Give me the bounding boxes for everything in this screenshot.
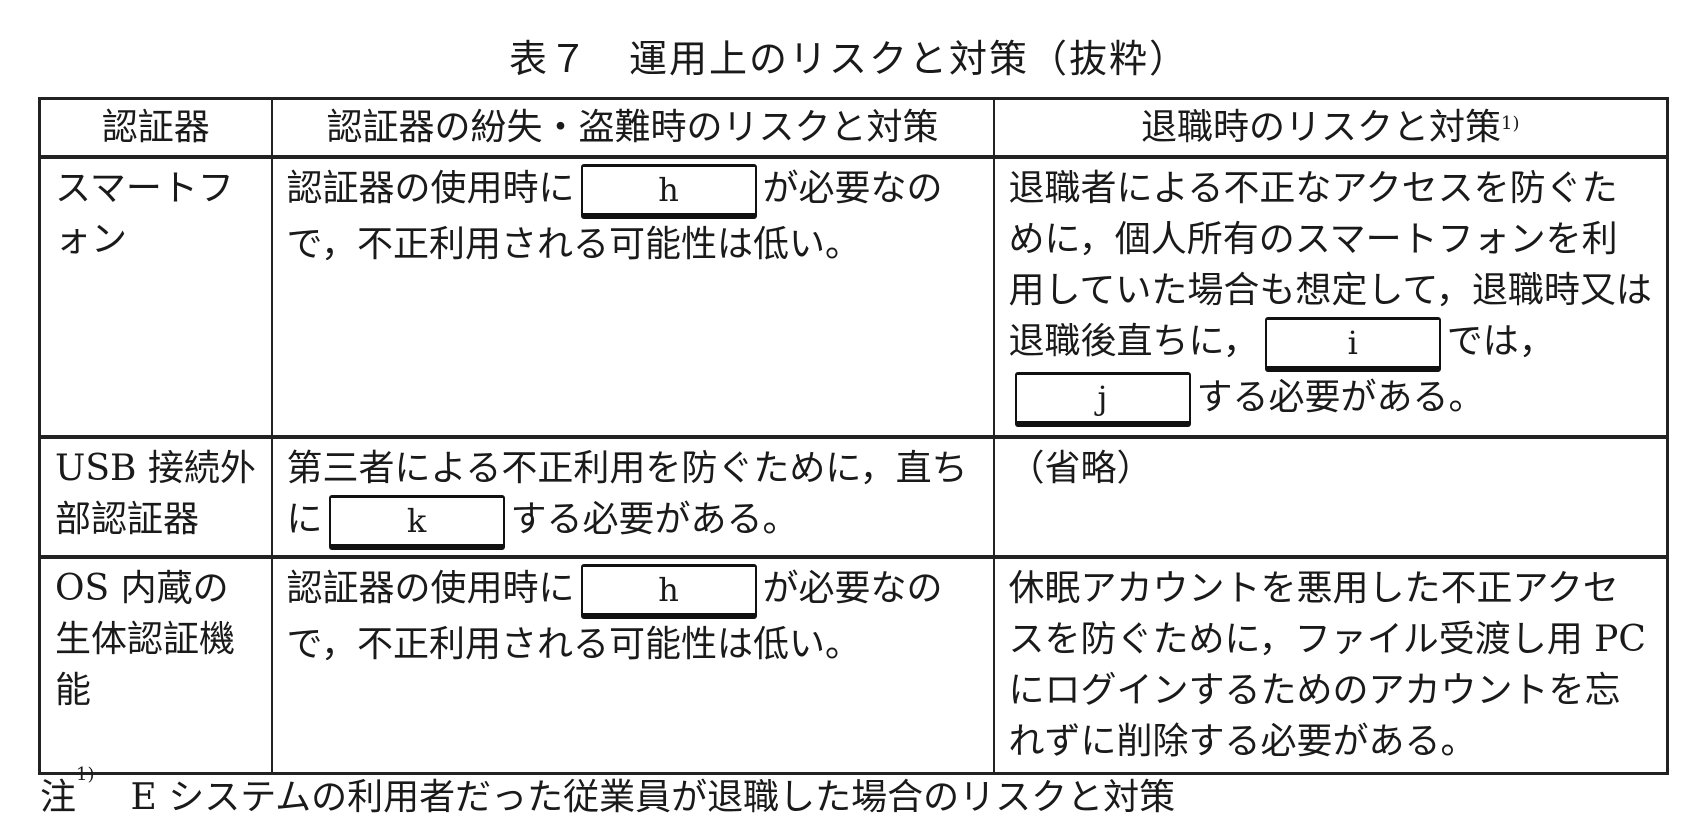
text: 退職者による不正なアクセスを防ぐために，個人所有のスマートフォンを利用していた場…: [1008, 168, 1652, 362]
device-cell: OS 内蔵の生体認証機能: [38, 556, 273, 775]
retire-cell: 休眠アカウントを悪用した不正アクセスを防ぐために，ファイル受渡し用 PC にログ…: [992, 556, 1669, 775]
text: が必要なので，不正利用される可能性は低い。: [286, 168, 943, 265]
device-cell: USB 接続外部認証器: [38, 436, 273, 559]
blank-k: k: [328, 494, 505, 550]
blank-i: i: [1264, 316, 1441, 372]
blank-h: h: [580, 163, 757, 219]
header-row: 認証器 認証器の紛失・盗難時のリスクと対策 退職時のリスクと対策1): [38, 97, 1669, 159]
text: 認証器の使用時に: [286, 568, 575, 609]
footnote-ref: 1): [1501, 113, 1520, 134]
text: では，: [1446, 321, 1555, 362]
header-retire-label: 退職時のリスクと対策: [1141, 107, 1502, 148]
retire-cell: 退職者による不正なアクセスを防ぐために，個人所有のスマートフォンを利用していた場…: [992, 156, 1669, 439]
footnote-number: 1): [76, 764, 95, 785]
text: する必要がある。: [1196, 376, 1485, 418]
table-title: 表７ 運用上のリスクと対策（抜粋）: [508, 37, 1189, 81]
header-loss: 認証器の紛失・盗難時のリスクと対策: [270, 97, 995, 159]
footnote: 注1) E システムの利用者だった従業員が退職した場合のリスクと対策: [40, 764, 1176, 820]
blank-h: h: [580, 563, 757, 619]
header-device: 認証器: [38, 97, 273, 159]
blank-j: j: [1014, 372, 1191, 427]
retire-cell: （省略）: [992, 436, 1669, 559]
risk-table: 認証器 認証器の紛失・盗難時のリスクと対策 退職時のリスクと対策1) スマートフ…: [38, 97, 1669, 775]
device-cell: スマートフォン: [38, 156, 273, 439]
text: する必要がある。: [510, 499, 799, 540]
footnote-text: E システムの利用者だった従業員が退職した場合のリスクと対策: [94, 777, 1176, 818]
header-retire: 退職時のリスクと対策1): [992, 97, 1669, 159]
footnote-label: 注: [40, 777, 77, 818]
text: 第三者による不正利用を防ぐために，直ちに: [286, 448, 968, 540]
text: 認証器の使用時に: [286, 168, 575, 209]
text: が必要なので，不正利用される可能性は低い。: [286, 568, 943, 665]
